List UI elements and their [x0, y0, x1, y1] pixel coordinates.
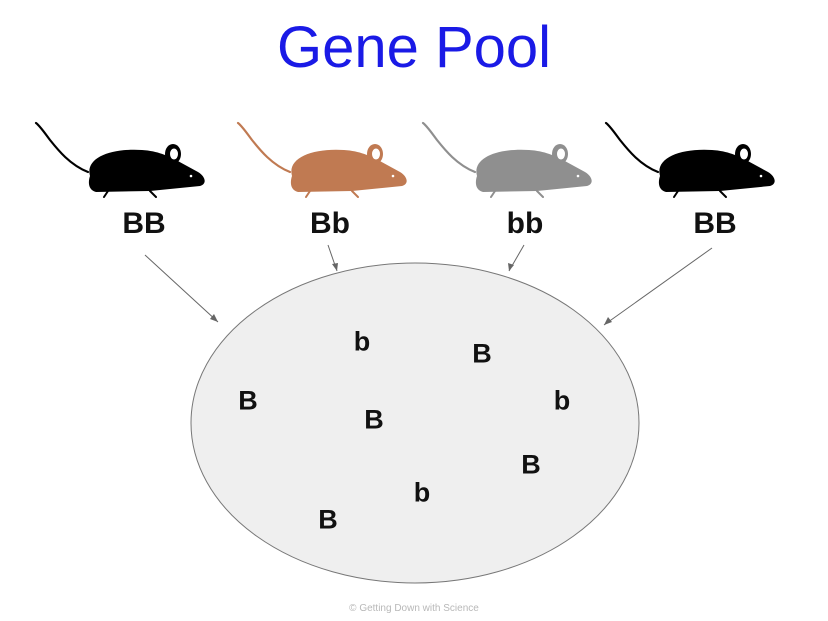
mouse-icon: [604, 121, 776, 199]
gene-pool-ellipse: [190, 262, 640, 584]
arrow-4: [603, 247, 713, 326]
arrowhead-2: [332, 263, 338, 271]
allele-2: B: [472, 338, 492, 369]
genotype-label-1: BB: [122, 207, 166, 240]
genotype-label-3: bb: [506, 207, 544, 240]
arrowhead-3: [508, 263, 514, 271]
allele-7: b: [413, 477, 431, 508]
mouse-icon: [34, 121, 206, 199]
allele-3: B: [238, 385, 258, 416]
allele-4: b: [553, 385, 571, 416]
allele-6: B: [521, 449, 541, 480]
arrowhead-1: [210, 314, 218, 322]
page-title: Gene Pool: [276, 15, 552, 80]
copyright-credit: © Getting Down with Science: [349, 603, 479, 614]
arrowhead-4: [604, 317, 612, 325]
allele-8: B: [318, 504, 338, 535]
arrow-1: [144, 254, 219, 323]
allele-5: B: [364, 404, 384, 435]
mouse-icon: [236, 121, 408, 199]
genotype-label-4: BB: [693, 207, 737, 240]
mouse-icon: [421, 121, 593, 199]
genotype-label-2: Bb: [310, 207, 350, 240]
allele-1: b: [353, 326, 371, 357]
